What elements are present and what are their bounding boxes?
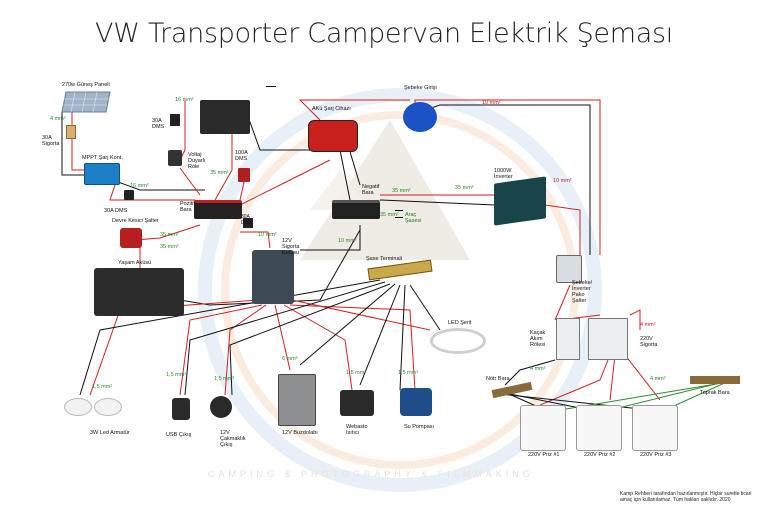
inverter <box>494 176 546 226</box>
ground-terminal-label: Şase Terminali <box>366 256 402 262</box>
wire-size-label: 35 mm² <box>455 185 474 191</box>
changeover-switch <box>556 255 582 283</box>
rcd <box>556 318 580 360</box>
led-light-1 <box>64 398 92 416</box>
fridge <box>278 374 316 426</box>
battery-switch-label: Devre Kesici Şalter <box>112 218 159 224</box>
dms-icon <box>124 190 134 200</box>
relay-icon <box>168 150 182 166</box>
wire-size-label: 35 mm² <box>160 232 179 238</box>
dms-bus-label: 30A DMS <box>241 214 253 226</box>
wire-size-label: 1,5 mm² <box>166 372 187 378</box>
positive-bus-label: Pozitif Bara <box>180 201 195 213</box>
solar-panel-icon <box>61 91 111 113</box>
dms-icon <box>243 218 253 228</box>
socket-2 <box>576 405 622 451</box>
chassis-ground-label: Araç Şasesi <box>405 212 422 224</box>
main-battery <box>94 268 184 316</box>
wire-size-label: 4 mm² <box>640 322 656 328</box>
solar-panel-label: 270w Güneş Paneli <box>62 82 110 88</box>
fuse-box-label: 12V Sigorta Kutusu <box>282 238 300 256</box>
small-battery <box>200 100 250 134</box>
ac-fuses-label: 220V Sigorta <box>640 336 658 348</box>
wire-size-label: 10 mm² <box>482 100 501 106</box>
socket-3 <box>632 405 678 451</box>
wire-size-label: 4 mm² <box>50 116 66 122</box>
usb-socket <box>172 398 190 420</box>
shore-power-inlet <box>403 102 437 132</box>
relay-label: Voltaj Duyarlı Röle <box>188 152 206 170</box>
water-pump <box>400 388 432 416</box>
usb-label: USB Çıkış <box>166 432 192 438</box>
socket-1 <box>520 405 566 451</box>
battery-switch <box>120 228 142 248</box>
webasto-label: Webasto Isıtıcı <box>346 424 368 436</box>
dms-icon <box>170 114 180 126</box>
led-strip <box>430 328 486 354</box>
main-battery-label: Yaşam Aküsü <box>118 260 152 266</box>
wire-size-label: 1,5 mm² <box>92 384 113 390</box>
chassis-ground-icon <box>395 210 403 218</box>
dms-100a-label: 100A DMS <box>235 150 248 162</box>
wire-size-label: 35 mm² <box>160 244 179 250</box>
fuse-icon <box>66 125 76 139</box>
led-lights-label: 3W Led Armatür <box>90 430 130 436</box>
page-title: VW Transporter Campervan Elektrik Şeması <box>95 18 673 49</box>
inverter-label: 1000W İnverter <box>494 168 513 180</box>
negative-bus-bar <box>332 200 380 219</box>
fuse-30a-label: 30A Sigorta <box>42 135 60 147</box>
wire-size-label: 35 mm² <box>392 188 411 194</box>
changeover-label: Şebeke/İnverter Pako Şalter <box>572 280 593 304</box>
wire-size-label: 4 mm² <box>650 376 666 382</box>
mppt-controller <box>84 163 120 185</box>
ac-fuses <box>588 318 628 360</box>
wire-size-label: 16 mm² <box>130 183 149 189</box>
ac-charger-label: AKü Şarj Cihazı <box>312 106 351 112</box>
wire-size-label: 35 mm² <box>210 170 229 176</box>
wire-size-label: 35 mm² <box>380 212 399 218</box>
wire-size-label: 1,5 mm² <box>214 376 235 382</box>
shore-inlet-label: Şebeke Girişi <box>404 85 437 91</box>
ac-charger <box>308 120 358 152</box>
fridge-label: 12V Buzdolabı <box>282 430 318 436</box>
fuse-box <box>252 250 294 304</box>
wire-size-label: 1,5 mm² <box>398 370 419 376</box>
socket-2-label: 220V Priz #2 <box>584 452 616 458</box>
socket-3-label: 220V Priz #3 <box>640 452 672 458</box>
wire-size-label: 6 mm² <box>282 356 298 362</box>
cigarette-socket <box>210 396 232 418</box>
neutral-bus-label: Nötr Bara <box>486 376 510 382</box>
led-strip-label: LED Şerit <box>448 320 472 326</box>
socket-1-label: 220V Priz #1 <box>528 452 560 458</box>
pump-label: Su Pompası <box>404 424 434 430</box>
dms-top-label: 30A DMS <box>152 118 165 130</box>
negative-bus-label: Negatif Bara <box>362 184 380 196</box>
footer-note: Kamp Rehberi tarafından hazırlanmıştır. … <box>620 491 752 503</box>
webasto-heater <box>340 390 374 416</box>
positive-bus-bar <box>194 200 242 219</box>
wire-size-label: 1,5 mm² <box>346 370 367 376</box>
wire-size-label: 4 mm² <box>530 366 546 372</box>
ground-icon <box>266 86 276 95</box>
wire-size-label: 10 mm² <box>258 232 277 238</box>
watermark-text: CAMPING & PHOTOGRAPHY & FILMMAKING <box>208 469 534 479</box>
wire-size-label: 10 mm² <box>338 238 357 244</box>
earth-bus <box>690 376 740 384</box>
led-light-2 <box>94 398 122 416</box>
wire-size-label: 10 mm² <box>553 178 572 184</box>
cig-socket-label: 12V Çakmaklık Çıkış <box>220 430 246 448</box>
dms-mppt-label: 30A DMS <box>104 208 128 214</box>
mppt-label: MPPT Şarj Kont. <box>82 155 123 161</box>
earth-bus-label: Toprak Bara <box>700 390 730 396</box>
wire-size-label: 16 mm² <box>175 97 194 103</box>
dms-100a-icon <box>238 168 250 182</box>
rcd-label: Kaçak Akım Rölesi <box>530 330 546 348</box>
